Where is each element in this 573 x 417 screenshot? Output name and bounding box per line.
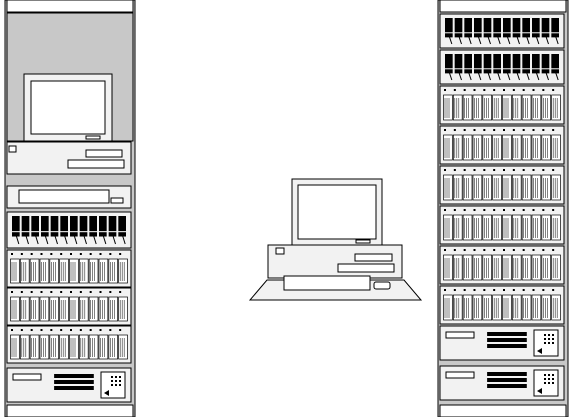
breaker-panel [440,14,564,48]
card-cage [7,250,131,287]
indicator-strip [54,380,94,384]
breaker-switch [503,18,511,32]
card-cage [440,126,564,164]
indicator-strip [487,344,527,348]
breaker-switch [474,18,482,32]
card-cage [440,206,564,244]
breaker-switch [464,54,472,68]
card-cage [440,246,564,284]
breaker-switch [99,216,107,231]
breaker-switch [109,216,117,231]
control-panel [440,366,564,400]
breaker-switch [513,54,521,68]
breaker-panel [7,212,131,248]
breaker-switch [522,54,530,68]
breaker-switch [51,216,59,231]
indicator-strip [54,386,94,390]
indicator-strip [487,378,527,382]
breaker-switch [70,216,78,231]
control-panel [7,368,131,402]
breaker-switch [80,216,88,231]
breaker-switch [484,18,492,32]
desktop-unit [268,245,402,278]
indicator-strip [487,338,527,342]
breaker-switch [484,54,492,68]
indicator-strip [487,332,527,336]
indicator-strip [54,374,94,378]
breaker-switch [12,216,20,231]
breaker-switch [542,18,550,32]
breaker-switch [118,216,126,231]
card-cage [440,86,564,124]
breaker-switch [493,18,501,32]
card-cage [7,288,131,325]
breaker-switch [455,18,463,32]
breaker-switch [445,54,453,68]
breaker-switch [542,54,550,68]
breaker-switch [551,18,559,32]
right-rack [438,0,568,417]
desktop-unit [7,142,131,174]
breaker-panel [440,50,564,84]
breaker-switch [455,54,463,68]
breaker-switch [522,18,530,32]
indicator-strip [487,384,527,388]
breaker-switch [31,216,39,231]
indicator-strip [487,372,527,376]
workstation [250,179,421,300]
card-cage [440,286,564,324]
control-panel [440,326,564,360]
breaker-switch [41,216,49,231]
breaker-switch [445,18,453,32]
breaker-switch [493,54,501,68]
breaker-switch [60,216,68,231]
mouse [374,282,390,289]
breaker-switch [464,18,472,32]
monitor [292,179,382,245]
breaker-switch [513,18,521,32]
card-cage [440,166,564,204]
monitor-bay [7,13,133,141]
breaker-switch [89,216,97,231]
breaker-switch [532,18,540,32]
card-cage [7,326,131,363]
left-rack [5,0,135,417]
keyboard [284,276,370,290]
breaker-switch [532,54,540,68]
breaker-switch [22,216,30,231]
breaker-switch [503,54,511,68]
breaker-switch [474,54,482,68]
keyboard-tray [7,186,131,208]
breaker-switch [551,54,559,68]
